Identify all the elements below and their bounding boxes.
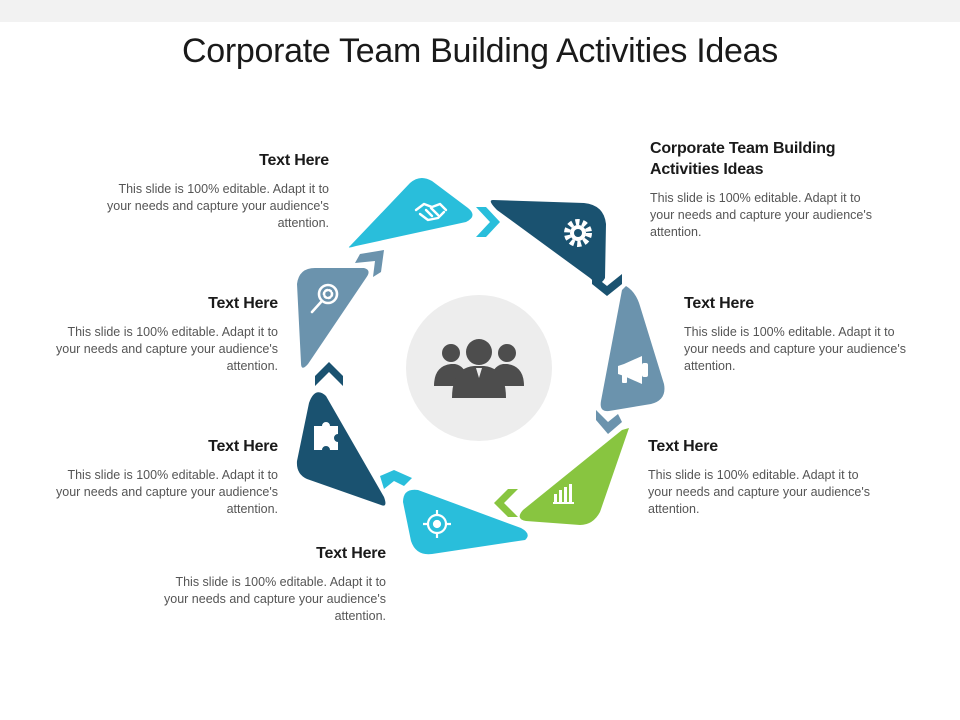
block-heading: Text Here xyxy=(648,438,718,455)
chevron-arrow xyxy=(592,274,622,296)
chevron-arrow xyxy=(315,362,343,386)
segment-target xyxy=(403,489,528,555)
chevron-arrow xyxy=(355,250,384,277)
block-heading: Text Here xyxy=(259,152,329,169)
bar-chart-icon xyxy=(553,484,574,504)
block-body: This slide is 100% editable. Adapt it to… xyxy=(56,468,278,516)
segment-magnifier xyxy=(297,268,369,368)
text-block-bottom: Text Here This slide is 100% editable. A… xyxy=(156,543,386,625)
chevron-arrow xyxy=(596,410,622,434)
block-body: This slide is 100% editable. Adapt it to… xyxy=(56,325,278,373)
text-block-right-lower: Text Here This slide is 100% editable. A… xyxy=(648,436,878,518)
megaphone-icon xyxy=(618,356,648,384)
block-heading: Corporate Team Building Activities Ideas xyxy=(650,140,836,178)
segment-handshake xyxy=(348,177,473,248)
text-block-left-lower: Text Here This slide is 100% editable. A… xyxy=(48,436,278,518)
gear-icon xyxy=(564,219,592,247)
target-icon xyxy=(423,510,451,538)
segment-puzzle xyxy=(296,392,386,506)
block-heading: Text Here xyxy=(208,295,278,312)
text-block-right-middle: Text Here This slide is 100% editable. A… xyxy=(684,293,914,375)
block-heading: Text Here xyxy=(316,545,386,562)
slide-title: Corporate Team Building Activities Ideas xyxy=(182,32,778,70)
puzzle-icon xyxy=(314,422,338,450)
chevron-arrow xyxy=(380,470,412,489)
chevron-arrow xyxy=(476,207,500,237)
text-block-left-middle: Text Here This slide is 100% editable. A… xyxy=(48,293,278,375)
text-block-top-left: Text Here This slide is 100% editable. A… xyxy=(99,150,329,232)
chevron-connectors xyxy=(315,207,622,517)
handshake-icon xyxy=(414,202,448,222)
block-heading: Text Here xyxy=(684,295,754,312)
block-heading: Text Here xyxy=(208,438,278,455)
chevron-arrow xyxy=(494,489,518,517)
block-body: This slide is 100% editable. Adapt it to… xyxy=(650,191,872,239)
magnifier-icon xyxy=(310,283,339,314)
team-people-icon xyxy=(434,339,524,398)
block-body: This slide is 100% editable. Adapt it to… xyxy=(648,468,870,516)
block-body: This slide is 100% editable. Adapt it to… xyxy=(107,182,329,230)
segment-megaphone xyxy=(600,286,665,412)
top-bar xyxy=(0,0,960,22)
text-block-top-right: Corporate Team Building Activities Ideas… xyxy=(650,138,880,241)
block-body: This slide is 100% editable. Adapt it to… xyxy=(684,325,906,373)
segment-bar-chart xyxy=(519,428,629,525)
block-body: This slide is 100% editable. Adapt it to… xyxy=(164,575,386,623)
